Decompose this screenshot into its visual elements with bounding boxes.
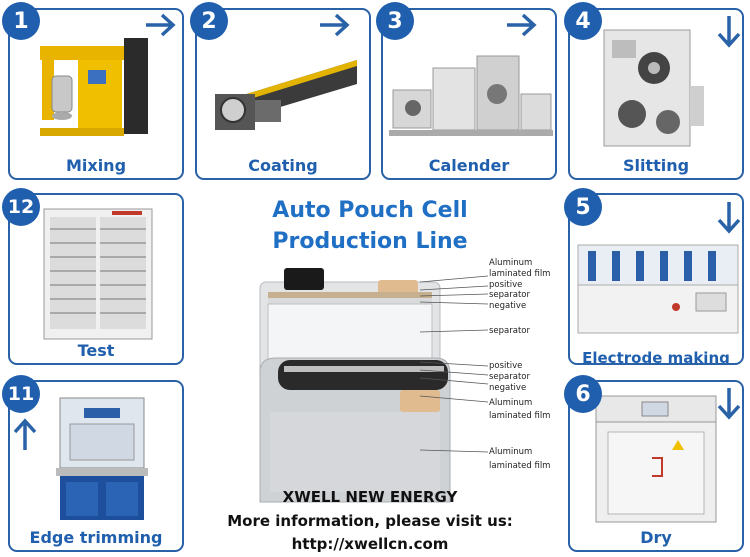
- step-card-dry: Dry: [568, 380, 744, 552]
- step-number-badge: 1: [2, 2, 40, 40]
- step-card-calender: Calender: [381, 8, 557, 180]
- electrode-making-machine-image: [577, 244, 739, 334]
- arrow-up-icon: [13, 418, 37, 450]
- annotation-negative: negative: [489, 301, 527, 311]
- calender-machine-image: [389, 55, 553, 136]
- step-number-badge: 4: [564, 2, 602, 40]
- step-label: Dry: [640, 528, 672, 547]
- step-number-badge: 5: [564, 188, 602, 226]
- step-card-coating: Coating: [195, 8, 371, 180]
- step-label: Calender: [428, 156, 510, 175]
- coating-machine-image: [215, 60, 357, 130]
- test-cabinet-image: [43, 208, 153, 340]
- annotation-aluminum-bottom: Aluminum: [489, 447, 533, 457]
- slitting-machine-image: [603, 29, 704, 147]
- mixer-machine-image: [40, 38, 148, 136]
- arrow-down-icon: [717, 16, 741, 48]
- step-number-badge: 12: [2, 188, 40, 226]
- annotation-separator: separator: [489, 290, 530, 300]
- annotation-leader-lines: [419, 275, 489, 453]
- arrow-down-icon: [717, 202, 741, 234]
- drying-oven-image: [595, 395, 717, 523]
- step-label: Electrode making: [582, 349, 730, 365]
- step-card-slitting: Slitting: [568, 8, 744, 180]
- step-card-edge-trimming: Edge trimming: [8, 380, 184, 552]
- diagram-title-line-1: Auto Pouch Cell: [272, 198, 468, 223]
- website-link[interactable]: http://xwellcn.com: [291, 535, 449, 553]
- step-number-badge: 3: [376, 2, 414, 40]
- company-name: XWELL NEW ENERGY: [282, 488, 458, 506]
- diagram-title-line-2: Production Line: [272, 229, 468, 254]
- step-number-badge: 11: [2, 375, 40, 413]
- annotation-laminated-film-bottom: laminated film: [489, 461, 551, 471]
- step-card-test: Test: [8, 193, 184, 365]
- annotation-aluminum-lower: Aluminum: [489, 398, 533, 408]
- step-label: Slitting: [622, 156, 690, 175]
- step-label: Mixing: [65, 156, 127, 175]
- arrow-right-icon: [146, 13, 176, 37]
- more-info-text: More information, please visit us:: [227, 512, 513, 530]
- annotation-laminated-film-lower: laminated film: [489, 411, 551, 421]
- annotation-positive: positive: [489, 280, 523, 290]
- annotation-separator-middle: separator: [489, 326, 530, 336]
- step-number-badge: 6: [564, 375, 602, 413]
- arrow-right-icon: [320, 13, 350, 37]
- annotation-laminated-film: laminated film: [489, 269, 551, 279]
- step-card-electrode-making: Electrode making: [568, 193, 744, 365]
- step-card-mixing: Mixing: [8, 8, 184, 180]
- step-label: Edge trimming: [29, 528, 163, 547]
- step-number-badge: 2: [190, 2, 228, 40]
- annotation-aluminum: Aluminum: [489, 258, 533, 268]
- arrow-down-icon: [717, 388, 741, 420]
- annotation-positive-lower: positive: [489, 361, 523, 371]
- pouch-cell-illustration: [259, 268, 451, 503]
- annotation-negative-lower: negative: [489, 383, 527, 393]
- arrow-right-icon: [507, 13, 537, 37]
- edge-trimming-machine-image: [56, 397, 148, 520]
- step-label: Coating: [248, 156, 318, 175]
- annotation-separator-lower: separator: [489, 372, 530, 382]
- step-label: Test: [77, 341, 115, 360]
